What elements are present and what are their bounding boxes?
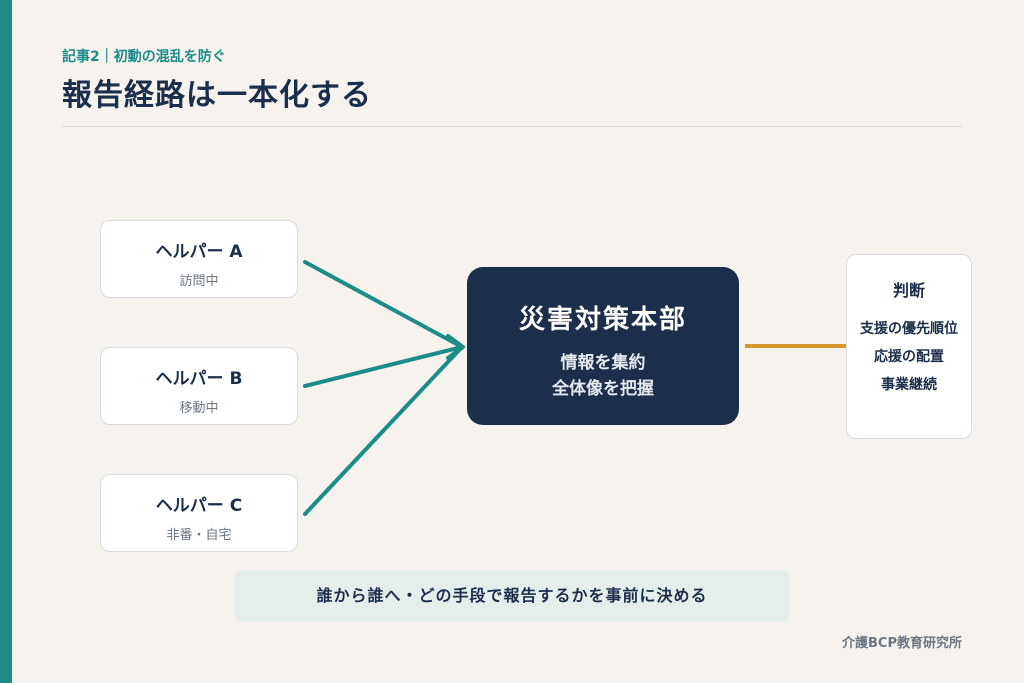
judgment-item: 支援の優先順位 (860, 321, 958, 337)
arrow-helper-a (303, 260, 464, 349)
arrow-helper-b (303, 345, 464, 388)
helper-card-c: ヘルパー C 非番・自宅 (100, 474, 298, 552)
helper-status: 非番・自宅 (166, 528, 232, 543)
helper-status: 移動中 (179, 401, 219, 416)
arrowhead (446, 334, 465, 360)
judgment-item: 事業継続 (881, 377, 937, 393)
judgment-card: 判断 支援の優先順位 応援の配置 事業継続 (846, 254, 972, 439)
publisher-credit: 介護BCP教育研究所 (842, 636, 962, 651)
helper-name: ヘルパー B (155, 369, 243, 389)
hq-line: 全体像を把握 (552, 379, 654, 399)
article-eyebrow: 記事2｜初動の混乱を防ぐ (62, 49, 226, 65)
helper-name: ヘルパー C (155, 496, 243, 516)
key-message-banner: 誰から誰へ・どの手段で報告するかを事前に決める (234, 570, 790, 622)
helper-status: 訪問中 (179, 274, 219, 289)
arrow-helper-c (303, 345, 464, 516)
left-accent-bar (0, 0, 12, 683)
judgment-title: 判断 (892, 281, 925, 300)
helper-card-b: ヘルパー B 移動中 (100, 347, 298, 425)
page-title: 報告経路は一本化する (62, 78, 372, 113)
hq-title: 災害対策本部 (518, 305, 687, 335)
helper-card-a: ヘルパー A 訪問中 (100, 220, 298, 298)
disaster-hq-box: 災害対策本部 情報を集約 全体像を把握 (467, 267, 739, 425)
title-divider (62, 126, 962, 127)
judgment-item: 応援の配置 (874, 349, 944, 365)
hq-line: 情報を集約 (560, 353, 646, 373)
helper-name: ヘルパー A (155, 242, 243, 262)
